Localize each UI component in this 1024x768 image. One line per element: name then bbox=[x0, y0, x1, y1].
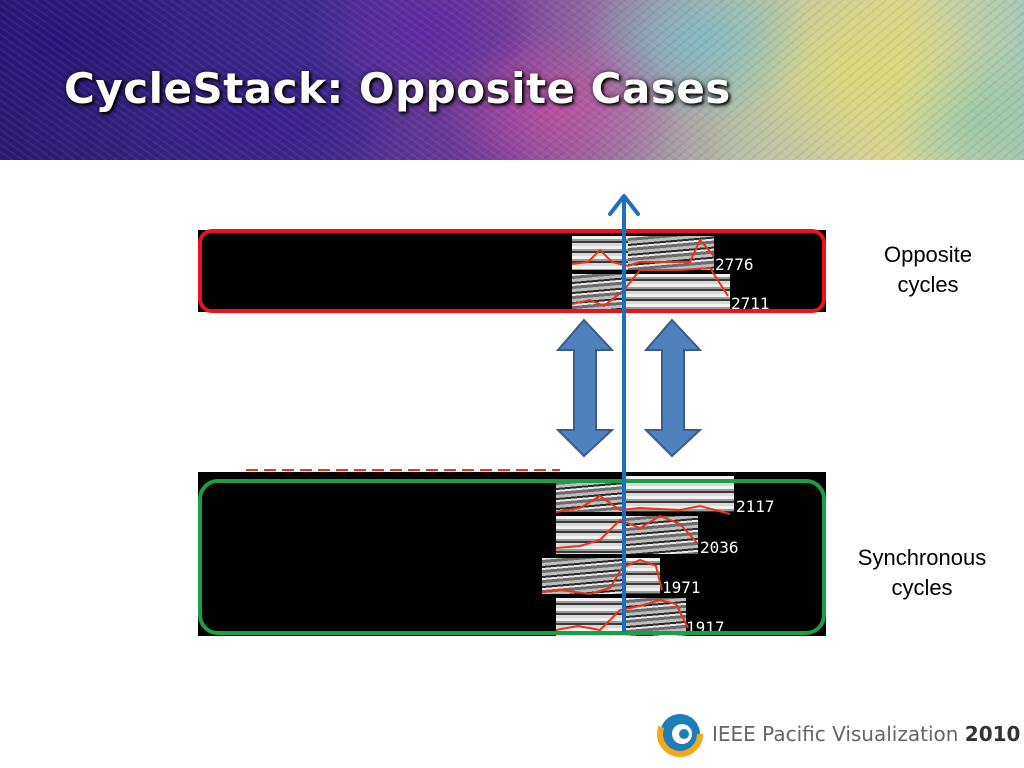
red-trace bbox=[555, 598, 689, 632]
opposite-cycles-label: Opposite cycles bbox=[858, 240, 998, 300]
conference-footer: IEEE Pacific Visualization 2010 bbox=[712, 722, 1020, 746]
conference-name: IEEE Pacific Visualization bbox=[712, 722, 959, 746]
red-trace bbox=[541, 558, 663, 596]
cycle-fragment bbox=[556, 480, 624, 512]
red-trace bbox=[555, 514, 699, 549]
double-arrow-icon bbox=[555, 318, 615, 458]
opposite-cycles-box bbox=[198, 229, 826, 313]
conference-year: 2010 bbox=[964, 722, 1021, 746]
synchronous-cycles-label: Synchronous cycles bbox=[842, 543, 1002, 603]
double-arrow-icon bbox=[643, 318, 703, 458]
label-line: cycles bbox=[897, 272, 959, 297]
cycle-number: 1971 bbox=[662, 578, 701, 597]
opposite-cycles-strip: 2776 2711 bbox=[198, 230, 826, 312]
cycle-fragment bbox=[542, 558, 626, 594]
label-line: Synchronous bbox=[857, 545, 987, 570]
title-banner bbox=[0, 0, 1024, 160]
slide-title: CycleStack: Opposite Cases bbox=[64, 64, 731, 113]
cycle-number: 2117 bbox=[736, 497, 775, 516]
label-line: Opposite bbox=[883, 242, 973, 267]
red-trace-group bbox=[246, 238, 731, 632]
up-arrow-icon bbox=[608, 194, 640, 216]
cycle-fragment bbox=[626, 516, 698, 554]
pacificvis-logo-icon bbox=[657, 711, 703, 757]
synchronous-cycles-strip: 2117 2036 1971 1917 bbox=[198, 472, 826, 636]
cycle-number: 2711 bbox=[731, 294, 770, 313]
cycle-number: 2036 bbox=[700, 538, 739, 557]
label-line: cycles bbox=[891, 575, 953, 600]
red-trace bbox=[571, 238, 715, 268]
red-trace bbox=[555, 494, 731, 515]
cycle-fragment bbox=[626, 274, 730, 310]
synchronous-cycles-box bbox=[198, 479, 826, 635]
cycle-number: 2776 bbox=[715, 255, 754, 274]
red-trace bbox=[571, 266, 729, 308]
